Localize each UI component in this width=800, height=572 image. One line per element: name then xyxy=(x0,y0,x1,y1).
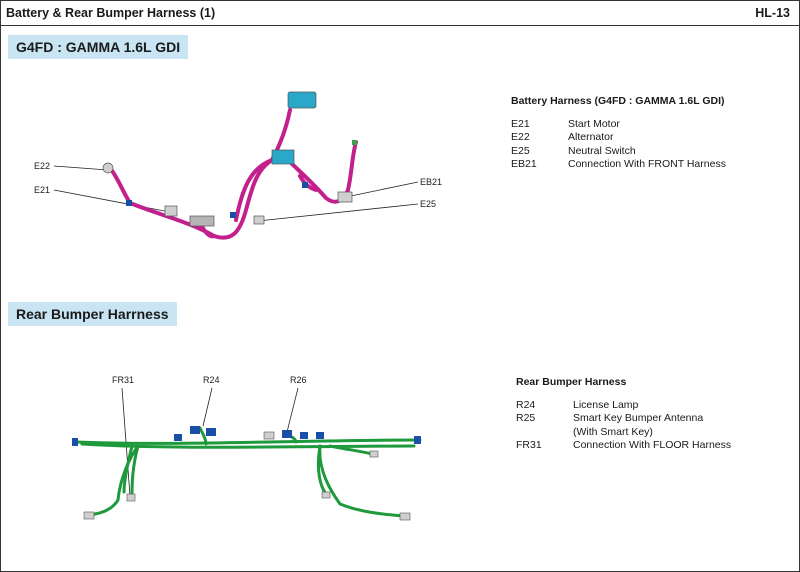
legend-row: E22 Alternator xyxy=(511,131,726,145)
legend-row: R25 Smart Key Bumper Antenna xyxy=(516,412,731,426)
battery-legend: Battery Harness (G4FD : GAMMA 1.6L GDI) … xyxy=(511,95,726,172)
rear-legend: Rear Bumper Harness R24 License Lamp R25… xyxy=(516,376,731,453)
e21-connector xyxy=(164,205,178,217)
battery-connectors xyxy=(102,91,357,227)
legend-row: FR31 Connection With FLOOR Harness xyxy=(516,439,731,453)
page-code: HL-13 xyxy=(755,6,790,20)
e22-connector xyxy=(102,162,114,174)
legend-code: R25 xyxy=(516,412,536,424)
legend-code: E25 xyxy=(511,144,530,157)
legend-code: E21 xyxy=(511,117,530,130)
battery-legend-title: Battery Harness (G4FD : GAMMA 1.6L GDI) xyxy=(511,95,725,107)
clip xyxy=(230,212,236,218)
legend-desc: Start Motor xyxy=(568,117,620,130)
battery-junction-connector xyxy=(271,149,295,165)
e25-leader-line xyxy=(257,203,419,222)
e25-connector xyxy=(253,215,265,225)
rear-section-heading: Rear Bumper Harrness xyxy=(8,302,177,326)
legend-code: EB21 xyxy=(511,158,537,170)
legend-code: R24 xyxy=(516,398,536,411)
legend-desc: License Lamp xyxy=(573,398,639,411)
page-title: Battery & Rear Bumper Harness (1) xyxy=(6,6,216,20)
e21-label: E21 xyxy=(34,185,50,195)
legend-row: E25 Neutral Switch xyxy=(511,145,726,159)
legend-desc: Smart Key Bumper Antenna xyxy=(573,412,704,424)
ground-bracket xyxy=(189,215,215,227)
page-header: Battery & Rear Bumper Harness (1) HL-13 xyxy=(0,0,800,26)
legend-code: E22 xyxy=(511,131,530,143)
clip xyxy=(352,140,357,145)
legend-desc: Neutral Switch xyxy=(568,144,636,157)
legend-row: EB21 Connection With FRONT Harness xyxy=(511,158,726,172)
clip xyxy=(126,200,132,206)
e21-leader-line xyxy=(53,189,171,213)
e22-label: E22 xyxy=(34,161,50,171)
eb21-label: EB21 xyxy=(420,177,442,187)
e22-leader-line xyxy=(53,165,109,171)
battery-terminal-connector xyxy=(287,91,317,109)
legend-row: E21 Start Motor xyxy=(511,118,726,132)
rear-legend-title: Rear Bumper Harness xyxy=(516,376,627,388)
legend-desc: Connection With FLOOR Harness xyxy=(573,439,732,451)
legend-desc: Alternator xyxy=(568,131,614,143)
eb21-connector xyxy=(337,191,353,203)
e25-label: E25 xyxy=(420,199,436,209)
battery-harness-wires xyxy=(108,108,358,240)
legend-row: R24 License Lamp xyxy=(516,399,731,413)
eb21-leader-line xyxy=(345,181,419,198)
legend-code xyxy=(516,426,573,440)
legend-desc: Connection With FRONT Harness xyxy=(568,158,726,170)
legend-row: (With Smart Key) xyxy=(516,426,731,440)
battery-section-heading: G4FD : GAMMA 1.6L GDI xyxy=(8,35,189,59)
clip xyxy=(302,182,308,188)
legend-code: FR31 xyxy=(516,439,542,451)
legend-desc: (With Smart Key) xyxy=(573,425,653,438)
